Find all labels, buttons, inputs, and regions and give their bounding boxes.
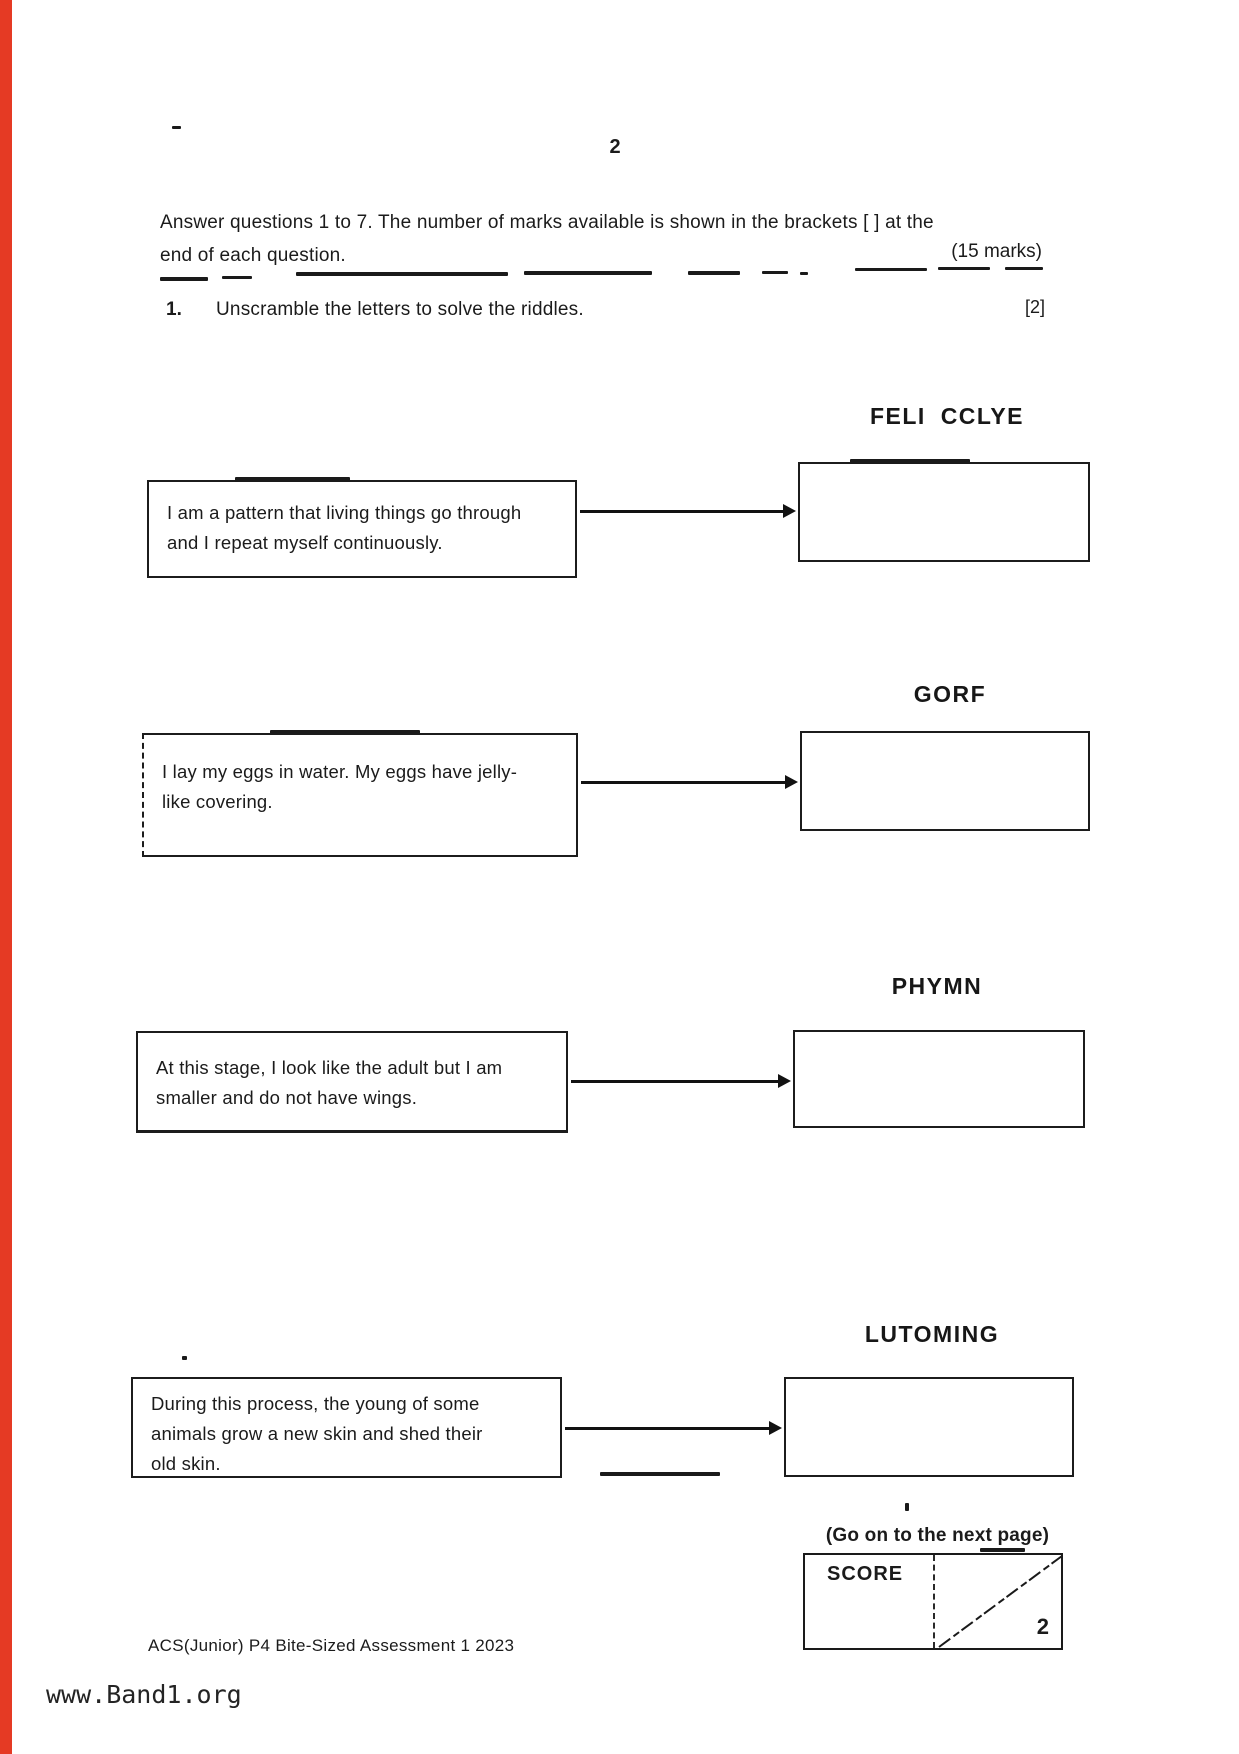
underline-scribble <box>938 267 990 270</box>
riddle-clue-box-2: I lay my eggs in water. My eggs have jel… <box>142 733 578 857</box>
go-on-next-page-note: (Go on to the next page) <box>825 1525 1050 1546</box>
score-box-right-cell: 2 <box>937 1555 1063 1648</box>
arrow-connector-3 <box>571 1074 791 1088</box>
footer-document-title: ACS(Junior) P4 Bite-Sized Assessment 1 2… <box>148 1636 515 1655</box>
underline-scribble <box>524 271 652 275</box>
score-diagonal-line <box>938 1555 1063 1648</box>
scan-artifact <box>850 459 970 464</box>
arrow-right-icon <box>783 504 796 518</box>
underline-scribble <box>296 272 508 276</box>
scan-artifact <box>235 477 350 482</box>
watermark-text: www.Band1.org <box>46 1680 242 1709</box>
scan-artifact <box>905 1503 909 1511</box>
underline-scribble <box>160 277 208 281</box>
total-marks: (15 marks) <box>951 241 1042 262</box>
underline-scribble <box>855 268 927 271</box>
instructions-line2: end of each question. <box>160 245 346 266</box>
scrambled-word-3: PHYMN <box>891 973 983 999</box>
riddle-clue-box-1: I am a pattern that living things go thr… <box>147 480 577 578</box>
score-value: 2 <box>1036 1614 1049 1639</box>
underline-scribble <box>1005 267 1043 270</box>
instructions-text: Answer questions 1 to 7. The number of m… <box>160 206 1052 272</box>
page-number: 2 <box>609 136 621 158</box>
riddle-clue-box-4: During this process, the young of some a… <box>131 1377 562 1478</box>
answer-box-3[interactable] <box>793 1030 1085 1128</box>
scan-artifact <box>172 126 181 129</box>
arrow-connector-4 <box>565 1421 782 1435</box>
riddle-clue-box-3: At this stage, I look like the adult but… <box>136 1031 568 1133</box>
question-text: Unscramble the letters to solve the ridd… <box>216 299 584 320</box>
arrow-connector-2 <box>581 775 798 789</box>
scan-artifact <box>270 730 420 734</box>
arrow-right-icon <box>778 1074 791 1088</box>
scan-artifact <box>600 1472 720 1476</box>
arrow-right-icon <box>769 1421 782 1435</box>
answer-box-2[interactable] <box>800 731 1090 831</box>
scan-edge-red-bar <box>0 0 12 1754</box>
underline-scribble <box>222 276 252 279</box>
scrambled-word-2: GORF <box>913 681 987 707</box>
score-box: SCORE 2 <box>803 1553 1063 1650</box>
score-box-left-cell: SCORE <box>805 1555 935 1648</box>
score-label: SCORE <box>827 1563 904 1585</box>
question-marks-badge: [2] <box>1024 297 1045 317</box>
answer-box-1[interactable] <box>798 462 1090 562</box>
underline-scribble <box>762 271 788 274</box>
arrow-right-icon <box>785 775 798 789</box>
question-number: 1. <box>166 299 182 320</box>
arrow-connector-1 <box>580 504 796 518</box>
underline-scribble <box>688 271 740 275</box>
instructions-line1: Answer questions 1 to 7. The number of m… <box>160 212 934 233</box>
scan-artifact <box>980 1548 1025 1552</box>
scrambled-word-4: LUTOMING <box>864 1321 1000 1347</box>
answer-box-4[interactable] <box>784 1377 1074 1477</box>
scan-artifact <box>182 1356 187 1360</box>
scrambled-word-1: FELI CCLYE <box>869 403 1025 429</box>
underline-scribble <box>800 272 808 275</box>
